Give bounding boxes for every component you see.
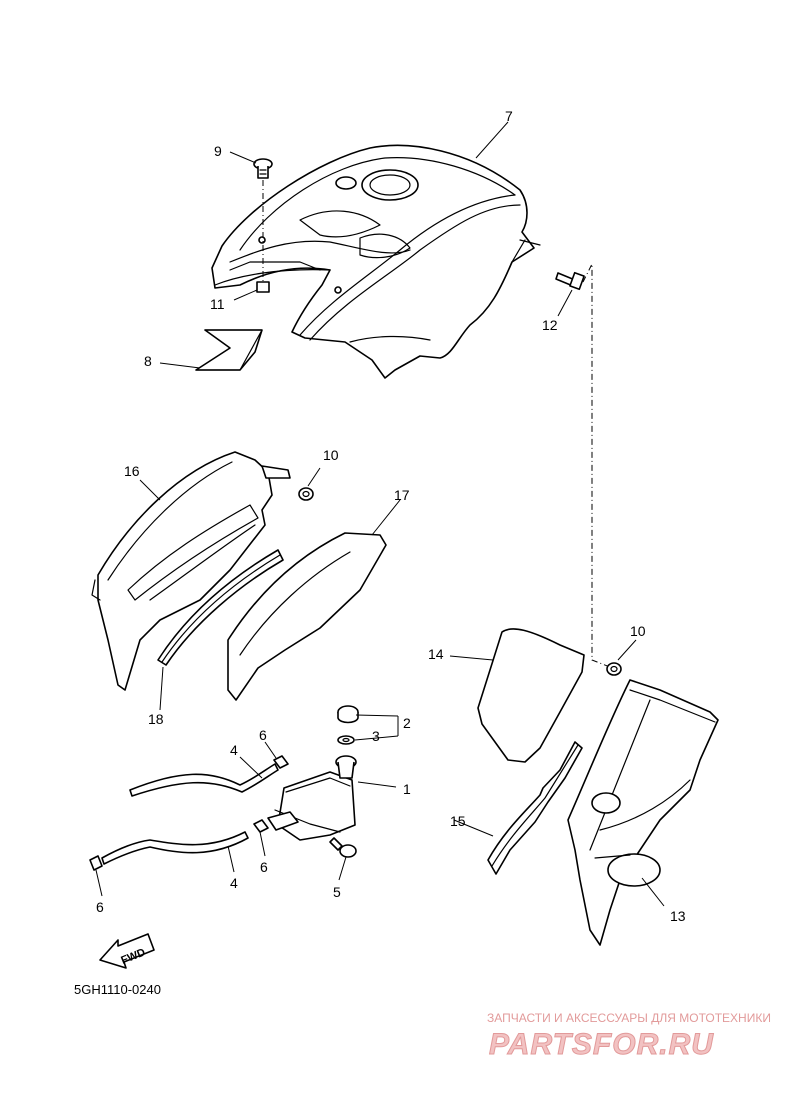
callout-13: 13 (670, 908, 686, 924)
part-18-trim-strip (157, 549, 284, 666)
callout-3: 3 (372, 728, 380, 744)
watermark-brand: PARTSFOR.RU (489, 1028, 714, 1061)
callout-6-lower: 6 (96, 899, 104, 915)
watermark: ЗАПЧАСТИ И АКСЕССУАРЫ ДЛЯ МОТОТЕХНИКИ PA… (487, 1011, 771, 1062)
part-4-hose-upper (129, 763, 279, 797)
callout-4-lower: 4 (230, 875, 238, 891)
callout-10-upper: 10 (323, 447, 339, 463)
callout-15: 15 (450, 813, 466, 829)
part-8-decal (195, 329, 263, 371)
callout-numbers: 1 2 3 4 4 5 6 6 6 7 8 9 10 10 11 12 13 1… (96, 108, 686, 924)
callout-1: 1 (403, 781, 411, 797)
callout-7: 7 (505, 108, 513, 124)
part-1-reservoir-tank (267, 755, 357, 841)
part-11-nut (256, 281, 270, 293)
callout-5: 5 (333, 884, 341, 900)
callout-9: 9 (214, 143, 222, 159)
part-4-hose-lower (101, 831, 249, 865)
leader-lines (95, 121, 665, 907)
part-3-washer (337, 735, 355, 745)
callout-18: 18 (148, 711, 164, 727)
forward-direction-arrow: FWD (99, 933, 155, 969)
callout-10-lower: 10 (630, 623, 646, 639)
part-14-right-panel (477, 628, 585, 763)
part-6-clip-a (273, 755, 289, 769)
part-9-bolt (253, 158, 273, 179)
part-15-right-trim (487, 741, 583, 875)
part-17-left-decal (227, 532, 387, 701)
part-13-right-side-cover (567, 679, 719, 946)
part-10-grommet-upper (298, 487, 314, 501)
part-5-bolt (329, 837, 357, 858)
callout-16: 16 (124, 463, 140, 479)
part-16-left-side-cover (91, 451, 291, 691)
callout-4-upper: 4 (230, 742, 238, 758)
callout-12: 12 (542, 317, 558, 333)
watermark-tagline: ЗАПЧАСТИ И АКСЕССУАРЫ ДЛЯ МОТОТЕХНИКИ (487, 1011, 771, 1025)
callout-2: 2 (403, 715, 411, 731)
callout-6-middle: 6 (260, 859, 268, 875)
part-7-tank-cover (211, 144, 541, 379)
part-6-clip-b (253, 819, 269, 833)
diagram-code: 5GH1110-0240 (74, 982, 161, 997)
callout-17: 17 (394, 487, 410, 503)
callout-6-upper: 6 (259, 727, 267, 743)
callout-14: 14 (428, 646, 444, 662)
callout-11: 11 (210, 296, 225, 312)
part-12-bolt (555, 271, 585, 291)
part-10-grommet-lower (606, 662, 622, 676)
part-2-cap (337, 705, 359, 724)
callout-8: 8 (144, 353, 152, 369)
part-6-clip-c (89, 855, 103, 871)
